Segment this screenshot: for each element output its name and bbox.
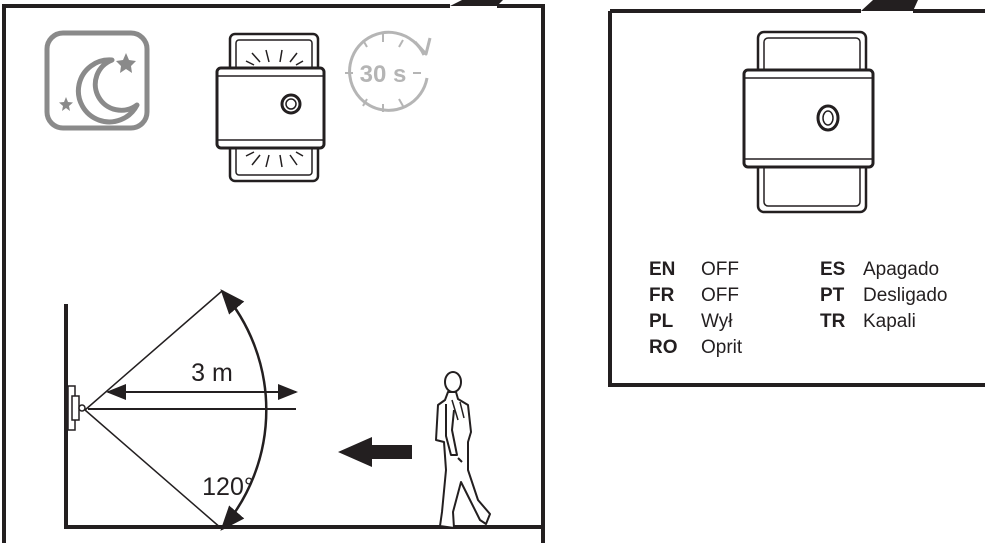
language-row: EN — [649, 259, 675, 280]
distance-label: 3 m — [191, 359, 233, 387]
sensor-icon — [67, 385, 86, 431]
right-panel-frame — [608, 9, 985, 387]
language-code: PL — [649, 311, 674, 332]
language-text: OFF — [701, 259, 739, 280]
language-code: RO — [649, 337, 678, 358]
language-code: TR — [820, 311, 846, 332]
angle-label: 120° — [202, 473, 254, 501]
timer-label: 30 s — [360, 61, 407, 88]
left-panel-frame — [2, 4, 545, 543]
direction-arrow-icon — [338, 437, 412, 467]
moon-stars-icon — [44, 30, 150, 131]
language-text: Oprit — [701, 337, 743, 358]
language-text: Apagado — [863, 259, 939, 280]
language-text: OFF — [701, 285, 739, 306]
lamp-on-icon — [215, 32, 326, 183]
language-code: ES — [820, 259, 845, 280]
language-text: Wył — [701, 311, 733, 332]
detection-zone — [84, 289, 298, 531]
language-text: Desligado — [863, 285, 948, 306]
lamp-off-icon — [742, 30, 875, 214]
language-code: PT — [820, 285, 845, 306]
right-panel: EN OFF FR OFF PL Wył RO Oprit ES Apagado… — [608, 0, 985, 387]
left-panel: 30 s 3 m 120° — [2, 0, 545, 543]
left-connector — [450, 0, 503, 6]
language-code: FR — [649, 285, 675, 306]
language-list: EN OFF FR OFF PL Wył RO Oprit ES Apagado… — [649, 259, 948, 358]
timer-icon — [345, 30, 432, 112]
person-walking-icon — [435, 371, 491, 529]
right-connector — [861, 0, 918, 11]
language-text: Kapali — [863, 311, 916, 332]
